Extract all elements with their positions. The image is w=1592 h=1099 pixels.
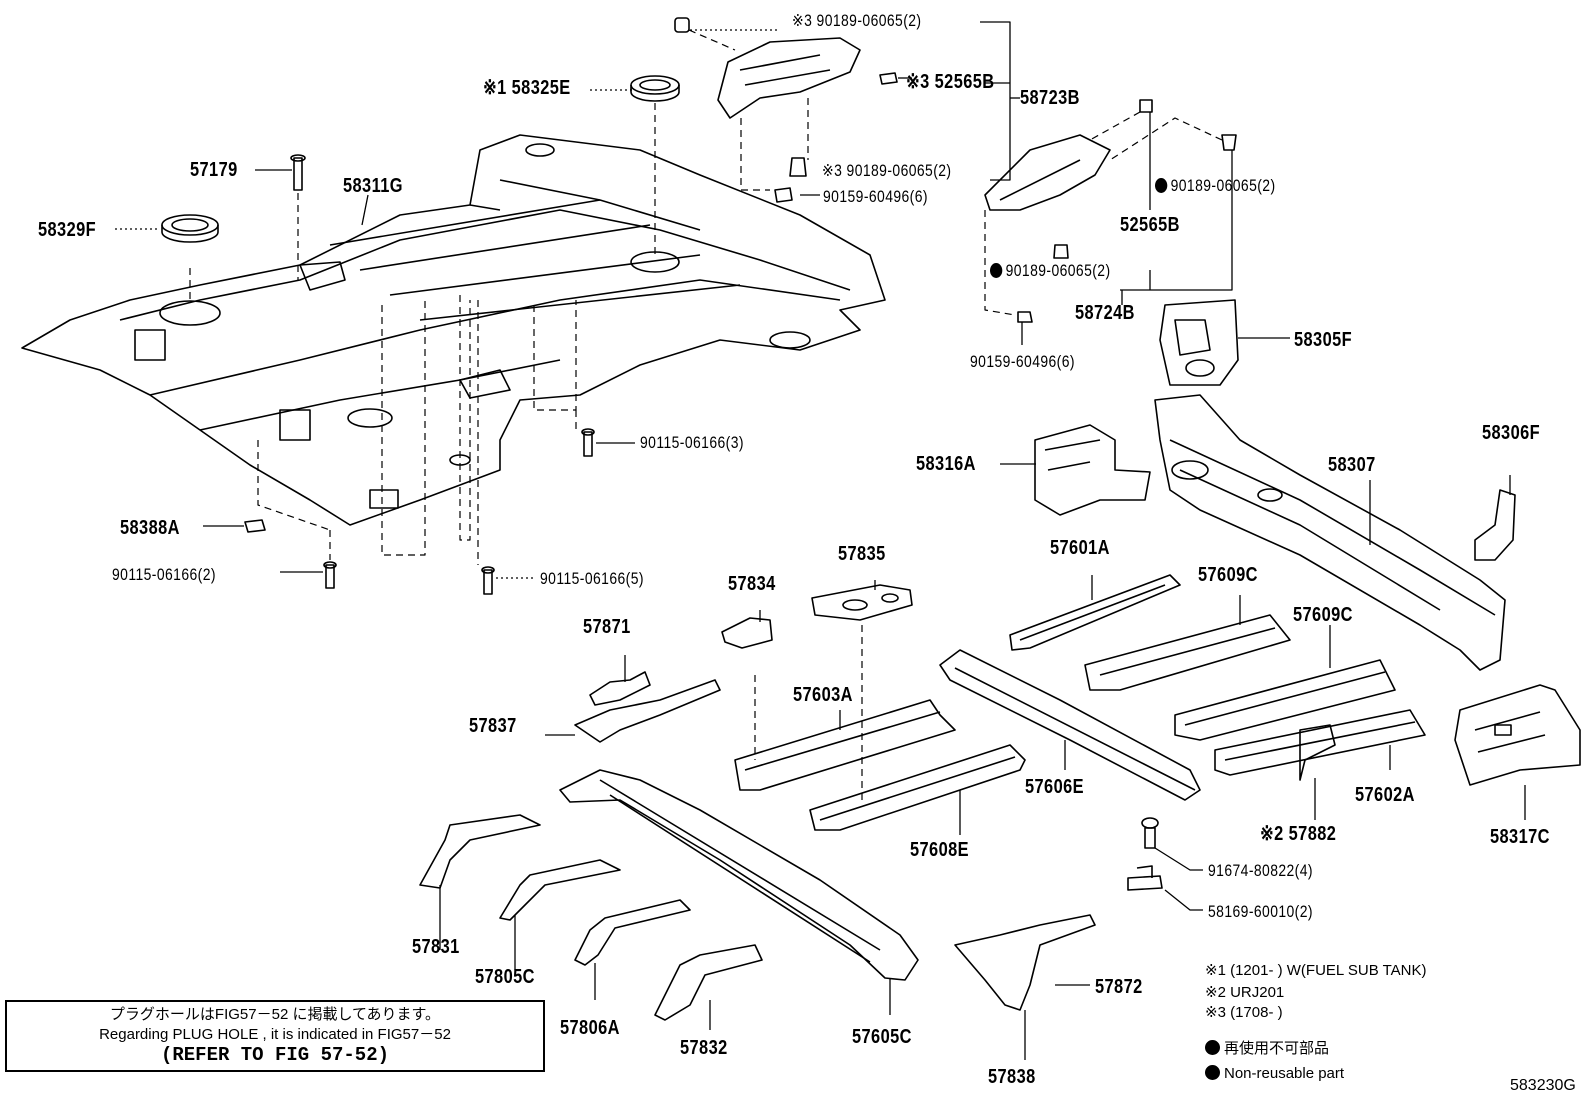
legend-non-reusable-en: Non-reusable part — [1205, 1065, 1344, 1081]
floor-pan-58311G — [21, 134, 886, 526]
label-57179: 57179 — [190, 159, 238, 181]
label-58169-60010: 58169-60010(2) — [1208, 902, 1313, 921]
label-90189-06065-top: ※3 90189-06065(2) — [792, 11, 922, 30]
label-57831: 57831 — [412, 936, 460, 958]
bolt-91674 — [1141, 817, 1159, 849]
label-58723B: 58723B — [1020, 87, 1080, 109]
label-57609C-2: 57609C — [1293, 604, 1353, 626]
bracket-57882 — [1299, 724, 1336, 781]
bracket-57872 — [954, 914, 1096, 1011]
member-57602A — [1214, 709, 1426, 776]
panel-58316A — [1034, 424, 1151, 516]
label-58317C: 58317C — [1490, 826, 1550, 848]
label-57605C: 57605C — [852, 1026, 912, 1048]
label-57601A: 57601A — [1050, 537, 1110, 559]
plug-note-refer: (REFER TO FIG 57-52) — [160, 1044, 390, 1066]
bracket-57805C — [499, 859, 621, 921]
member-57608E — [809, 625, 1026, 831]
label-57608E: 57608E — [910, 839, 970, 861]
label-57805C: 57805C — [475, 966, 535, 988]
label-90159-60496-a: 90159-60496(6) — [823, 187, 928, 206]
bracket-57831 — [419, 814, 541, 889]
bracket-57832 — [654, 944, 763, 1021]
label-57806A: 57806A — [560, 1017, 620, 1039]
label-57872: 57872 — [1095, 976, 1143, 998]
figure-code: 583230G — [1510, 1077, 1576, 1094]
label-90115-06166-5: 90115-06166(5) — [540, 569, 644, 588]
label-57838: 57838 — [988, 1066, 1036, 1088]
label-58724B: 58724B — [1075, 302, 1135, 324]
plug-note-en: Regarding PLUG HOLE , it is indicated in… — [99, 1026, 451, 1043]
member-57606E — [939, 649, 1201, 801]
non-reusable-dot — [1205, 1065, 1220, 1080]
label-90115-06166-2: 90115-06166(2) — [112, 565, 216, 584]
label-91674-80822: 91674-80822(4) — [1208, 861, 1313, 880]
label-90159-60496-b: 90159-60496(6) — [970, 352, 1075, 371]
label-58311G: 58311G — [343, 175, 403, 197]
non-reusable-dot — [1155, 178, 1168, 193]
label-58325E: ※1 58325E — [483, 77, 571, 99]
label-57837: 57837 — [469, 715, 517, 737]
panel-58317C — [1454, 684, 1581, 786]
rail-58307 — [1154, 394, 1506, 671]
bolt-90115-5 — [481, 566, 495, 595]
bolt-90115-2 — [323, 561, 337, 589]
label-57834: 57834 — [728, 573, 776, 595]
bracket-58723B — [674, 17, 898, 203]
bracket-57806A — [574, 899, 691, 966]
note-3: ※3 (1708- ) — [1205, 1004, 1283, 1021]
label-57832: 57832 — [680, 1037, 728, 1059]
note-2: ※2 URJ201 — [1205, 984, 1285, 1001]
grommet-58329F — [161, 214, 219, 243]
plug-note-jp: プラグホールはFIG57－52 に掲載してあります。 — [109, 1006, 441, 1023]
label-58388A: 58388A — [120, 517, 180, 539]
bracket-58724B — [984, 99, 1237, 323]
member-57601A — [1009, 574, 1181, 651]
label-90189-06065-r2: 90189-06065(2) — [990, 262, 1111, 279]
plug-hole-note-box: プラグホールはFIG57－52 に掲載してあります。 Regarding PLU… — [5, 1000, 545, 1072]
bracket-58169 — [1127, 865, 1163, 891]
member-57603A — [734, 675, 956, 791]
panel-58305F — [1159, 299, 1239, 386]
label-90115-06166-3: 90115-06166(3) — [640, 433, 744, 452]
bracket-57837 — [574, 679, 721, 743]
label-58316A: 58316A — [916, 453, 976, 475]
label-52565B-top: ※3 52565B — [906, 71, 995, 93]
member-57609C-1 — [1084, 614, 1291, 691]
label-57882: ※2 57882 — [1260, 823, 1337, 845]
label-58307: 58307 — [1328, 454, 1376, 476]
leader-lines — [115, 21, 1526, 1060]
clip-58388A — [244, 519, 266, 533]
label-58305F: 58305F — [1294, 329, 1353, 351]
label-90189-06065-r1: 90189-06065(2) — [1155, 177, 1276, 194]
label-58329F: 58329F — [38, 219, 97, 241]
rail-57605C — [559, 769, 919, 981]
label-52565B-right: 52565B — [1120, 214, 1180, 236]
grommet-58325E — [630, 75, 680, 102]
floor-guides — [189, 103, 656, 565]
label-90189-06065-mid: ※3 90189-06065(2) — [822, 161, 952, 180]
label-57602A: 57602A — [1355, 784, 1415, 806]
bracket-57835 — [811, 584, 913, 621]
bracket-57834 — [721, 617, 773, 649]
label-57603A: 57603A — [793, 684, 853, 706]
label-57835: 57835 — [838, 543, 886, 565]
non-reusable-dot — [990, 263, 1003, 278]
label-58306F: 58306F — [1482, 422, 1541, 444]
label-57871: 57871 — [583, 616, 631, 638]
bracket-57871 — [589, 671, 651, 706]
bolt-90115-3 — [581, 428, 595, 457]
legend-non-reusable-jp: 再使用不可部品 — [1205, 1040, 1329, 1056]
label-57606E: 57606E — [1025, 776, 1085, 798]
bolt-57179 — [290, 154, 306, 191]
non-reusable-dot — [1205, 1040, 1220, 1055]
note-1: ※1 (1201- ) W(FUEL SUB TANK) — [1205, 962, 1427, 979]
bracket-58306F — [1474, 489, 1516, 561]
member-57609C-2 — [1174, 659, 1396, 741]
label-57609C-1: 57609C — [1198, 564, 1258, 586]
